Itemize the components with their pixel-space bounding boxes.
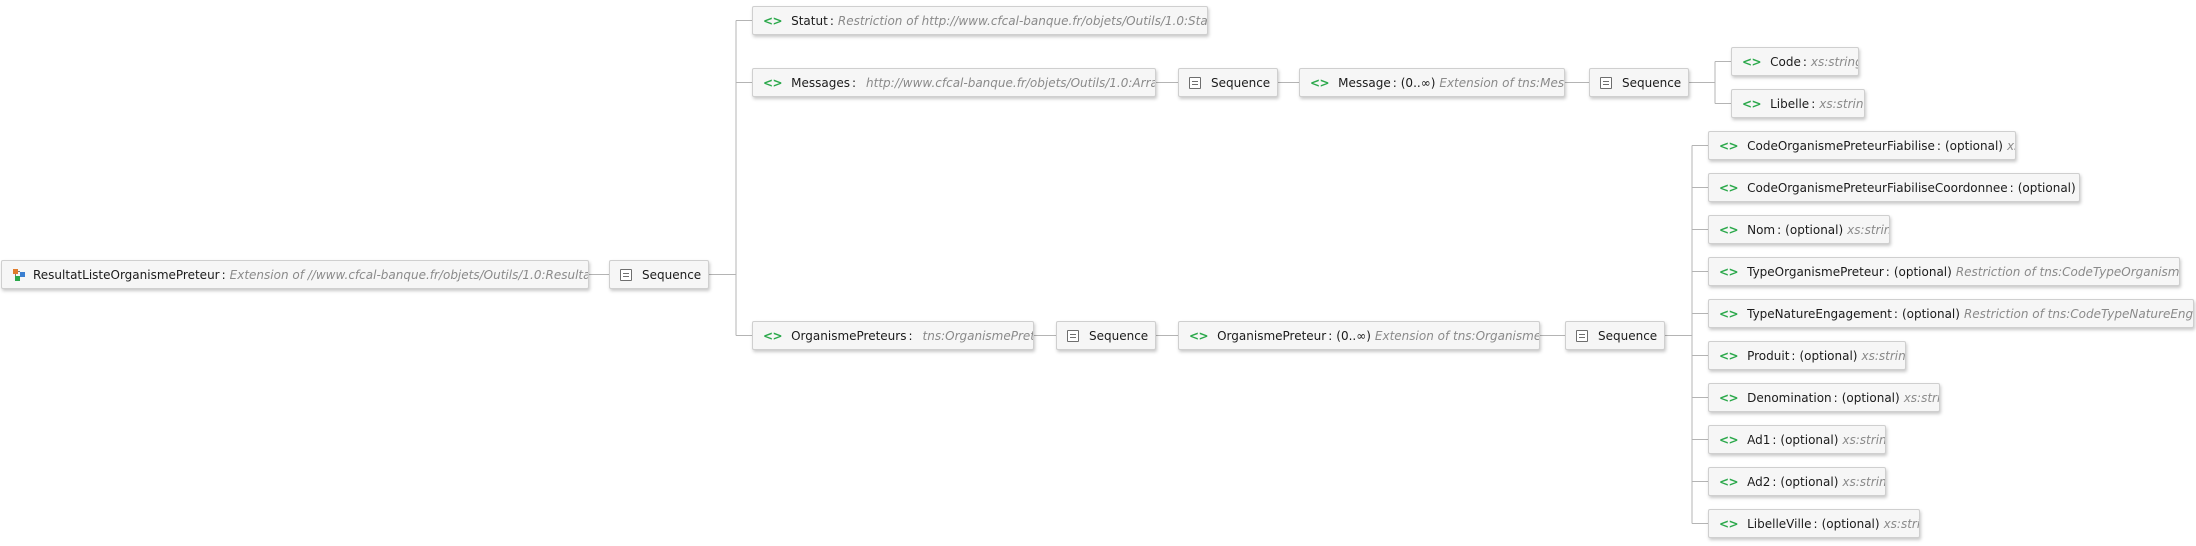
element-brackets-icon: <> — [1719, 474, 1739, 489]
element-brackets-icon: <> — [763, 328, 783, 343]
sequence-icon — [1189, 76, 1201, 89]
element-brackets-icon: <> — [1719, 222, 1739, 237]
element-codeorganismepreteurfiabilise[interactable]: <> CodeOrganismePreteurFiabilise : (opti… — [1708, 131, 2016, 160]
element-name: TypeNatureEngagement — [1747, 306, 1892, 321]
element-type: Restriction of tns:CodeTypeOrganismePret… — [1955, 264, 2180, 279]
element-occurs: (optional) — [1780, 474, 1839, 489]
element-brackets-icon: <> — [1719, 180, 1739, 195]
element-denomination[interactable]: <> Denomination : (optional) xs:string — [1708, 383, 1940, 412]
element-messages[interactable]: <> Messages : http://www.cfcal-banque.fr… — [752, 68, 1156, 97]
element-name: LibelleVille — [1747, 516, 1812, 531]
element-occurs: (0..∞) — [1400, 75, 1436, 90]
element-type: xs:string — [1819, 96, 1864, 111]
root-type: Extension of //www.cfcal-banque.fr/objet… — [229, 267, 588, 282]
element-name: Produit — [1747, 348, 1790, 363]
element-name: Ad1 — [1747, 432, 1771, 447]
sequence-organismepreteurs[interactable]: Sequence — [1056, 321, 1156, 350]
element-organismepreteur[interactable]: <> OrganismePreteur : (0..∞) Extension o… — [1178, 321, 1540, 350]
sequence-messages[interactable]: Sequence — [1178, 68, 1278, 97]
sequence-label: Sequence — [1598, 328, 1658, 343]
complex-type-icon — [12, 268, 26, 282]
element-type: xs:string — [1842, 474, 1886, 489]
element-typenatureengagement[interactable]: <> TypeNatureEngagement : (optional) Res… — [1708, 299, 2194, 328]
element-type: Extension of tns:Message — [1439, 75, 1565, 90]
element-brackets-icon: <> — [763, 13, 783, 28]
sequence-message[interactable]: Sequence — [1589, 68, 1689, 97]
element-ad1[interactable]: <> Ad1 : (optional) xs:string — [1708, 425, 1886, 454]
element-name: OrganismePreteur — [1217, 328, 1327, 343]
element-name: Denomination — [1747, 390, 1832, 405]
element-name: Message — [1338, 75, 1391, 90]
element-name: Code — [1770, 54, 1801, 69]
element-occurs: (optional) — [1780, 432, 1839, 447]
element-name: Ad2 — [1747, 474, 1771, 489]
element-occurs: (optional) — [1799, 348, 1858, 363]
element-name: CodeOrganismePreteurFiabilise — [1747, 138, 1935, 153]
sequence-icon — [1576, 329, 1588, 342]
sequence-icon — [620, 268, 632, 281]
element-name: Libelle — [1770, 96, 1810, 111]
element-occurs: (optional) — [1785, 222, 1844, 237]
element-type: xs:string — [1847, 222, 1889, 237]
element-brackets-icon: <> — [1719, 348, 1739, 363]
element-occurs: (optional) — [1893, 264, 1952, 279]
element-code[interactable]: <> Code : xs:string — [1731, 47, 1859, 76]
element-type: Restriction of http://www.cfcal-banque.f… — [837, 13, 1208, 28]
element-occurs: (optional) — [1821, 516, 1880, 531]
element-name: TypeOrganismePreteur — [1747, 264, 1884, 279]
element-type: xs:string — [1842, 432, 1886, 447]
element-occurs: (optional) — [2017, 180, 2076, 195]
element-brackets-icon: <> — [1719, 264, 1739, 279]
element-libelleville[interactable]: <> LibelleVille : (optional) xs:string — [1708, 509, 1920, 538]
element-brackets-icon: <> — [1189, 328, 1209, 343]
element-brackets-icon: <> — [1719, 390, 1739, 405]
root-node-resultat-liste-organisme-preteur[interactable]: ResultatListeOrganismePreteur : Extensio… — [1, 260, 589, 289]
element-brackets-icon: <> — [1310, 75, 1330, 90]
element-type: Restriction of tns:CodeTypeNatureEngagem… — [1963, 306, 2194, 321]
element-type: xs:string — [1861, 348, 1906, 363]
element-brackets-icon: <> — [763, 75, 783, 90]
element-nom[interactable]: <> Nom : (optional) xs:string — [1708, 215, 1890, 244]
sequence-icon — [1067, 329, 1079, 342]
element-brackets-icon: <> — [1719, 138, 1739, 153]
element-type: xs:string — [1883, 516, 1920, 531]
root-name: ResultatListeOrganismePreteur — [33, 267, 220, 282]
sequence-label: Sequence — [642, 267, 702, 282]
element-brackets-icon: <> — [1742, 54, 1762, 69]
sequence-label: Sequence — [1622, 75, 1682, 90]
element-type: tns:OrganismePreteurs — [922, 328, 1033, 343]
sequence-icon — [1600, 76, 1612, 89]
element-name: OrganismePreteurs — [791, 328, 907, 343]
element-type: xs:string — [1810, 54, 1859, 69]
element-name: Statut — [791, 13, 828, 28]
element-brackets-icon: <> — [1719, 306, 1739, 321]
element-brackets-icon: <> — [1742, 96, 1762, 111]
element-type: xs:int — [2006, 138, 2015, 153]
element-type: Extension of tns:OrganismePreteur — [1374, 328, 1539, 343]
element-type: xs:string — [1903, 390, 1940, 405]
element-occurs: (optional) — [1944, 138, 2003, 153]
element-occurs: (optional) — [1841, 390, 1900, 405]
element-codeorganismepreteurfiabilisecoordonnee[interactable]: <> CodeOrganismePreteurFiabiliseCoordonn… — [1708, 173, 2080, 202]
element-name: Nom — [1747, 222, 1776, 237]
element-occurs: (optional) — [1901, 306, 1960, 321]
sequence-root[interactable]: Sequence — [609, 260, 709, 289]
element-type: http://www.cfcal-banque.fr/objets/Outils… — [866, 75, 1155, 90]
element-libelle[interactable]: <> Libelle : xs:string — [1731, 89, 1865, 118]
element-typeorganismepreteur[interactable]: <> TypeOrganismePreteur : (optional) Res… — [1708, 257, 2180, 286]
element-ad2[interactable]: <> Ad2 : (optional) xs:string — [1708, 467, 1886, 496]
element-occurs: (0..∞) — [1336, 328, 1371, 343]
sequence-label: Sequence — [1211, 75, 1271, 90]
element-name: CodeOrganismePreteurFiabiliseCoordonnee — [1747, 180, 2008, 195]
element-statut[interactable]: <> Statut : Restriction of http://www.cf… — [752, 6, 1208, 35]
element-organismepreteurs[interactable]: <> OrganismePreteurs : tns:OrganismePret… — [752, 321, 1034, 350]
element-name: Messages — [791, 75, 850, 90]
sequence-organismepreteur[interactable]: Sequence — [1565, 321, 1665, 350]
element-brackets-icon: <> — [1719, 516, 1739, 531]
element-produit[interactable]: <> Produit : (optional) xs:string — [1708, 341, 1906, 370]
sequence-label: Sequence — [1089, 328, 1149, 343]
element-message[interactable]: <> Message : (0..∞) Extension of tns:Mes… — [1299, 68, 1565, 97]
element-brackets-icon: <> — [1719, 432, 1739, 447]
